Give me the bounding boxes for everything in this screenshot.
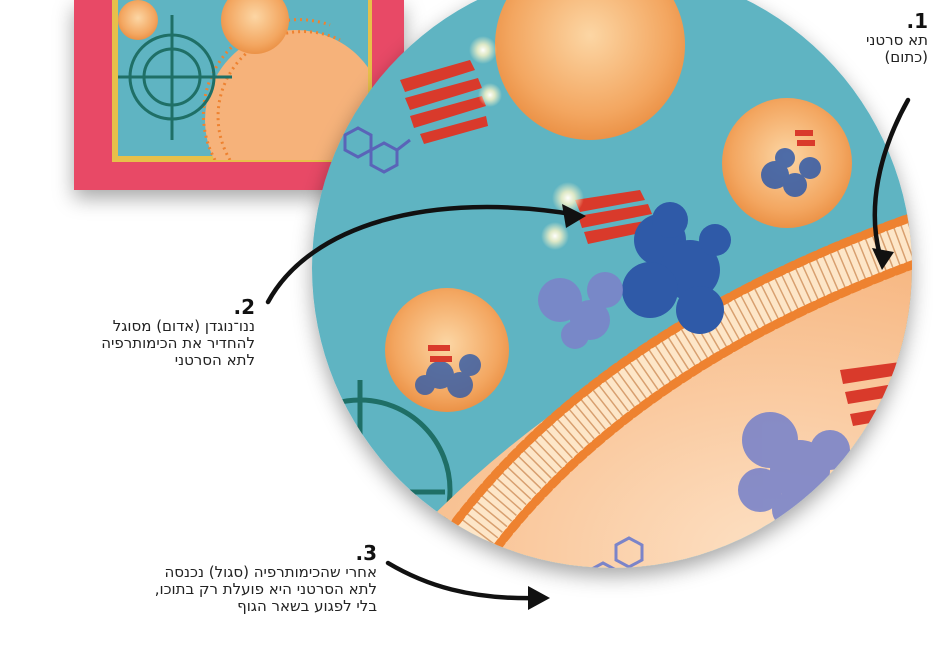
callout-3: .3 אחרי שהכימותרפיה (סגול) נכנסה לתא הסר…	[155, 542, 377, 615]
callout-1: .1 תא סרטני (כתום)	[866, 10, 928, 66]
callout-3-line-2: לתא הסרטני היא פועלת רק בתוכו,	[155, 581, 377, 598]
callout-3-line-3: בלי לפגוע בשאר הגוף	[155, 598, 377, 615]
callout-1-number: .1	[866, 10, 928, 32]
nanoparticle-left	[385, 288, 509, 412]
inner-protein-red	[840, 360, 923, 426]
nanoparticle-right	[722, 98, 852, 228]
callout-2: .2 ננו־נוגדן (אדום) מסוגל להחדיר את הכימ…	[101, 296, 255, 369]
callout-2-line-1: ננו־נוגדן (אדום) מסוגל	[101, 318, 255, 335]
callout-2-line-2: להחדיר את הכימותרפיה	[101, 335, 255, 352]
callout-2-number: .2	[101, 296, 255, 318]
callout-1-line-1: תא סרטני	[866, 32, 928, 49]
callout-3-line-1: אחרי שהכימותרפיה (סגול) נכנסה	[155, 564, 377, 581]
callout-3-number: .3	[155, 542, 377, 564]
callout-1-line-2: (כתום)	[866, 49, 928, 66]
arrow-3	[388, 563, 540, 598]
callout-2-line-3: לתא הסרטני	[101, 352, 255, 369]
